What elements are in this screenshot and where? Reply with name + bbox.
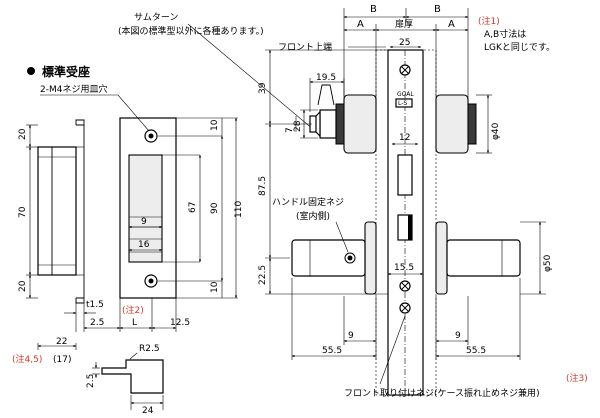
dim-20-bottom: 20 — [18, 280, 28, 292]
dim-A-left: A — [357, 19, 364, 30]
dim-90: 90 — [210, 202, 220, 214]
note1-line2: LGKと同じです。 — [484, 42, 555, 53]
dim-20-top: 20 — [18, 128, 28, 140]
brand-sub: L-S — [398, 100, 407, 107]
dim-10-bottom: 10 — [210, 281, 220, 293]
dim-24: 24 — [142, 406, 154, 416]
strike-box-profile — [37, 119, 85, 304]
handle-screw-label: ハンドル固定ネジ — [272, 196, 344, 208]
dim-15-5: 15.5 — [394, 263, 414, 273]
bullet-icon — [27, 67, 35, 75]
dim-9-left: 9 — [348, 331, 354, 341]
note1-tag: (注1) — [478, 15, 500, 27]
dim-39: 39 — [258, 82, 268, 94]
left-vertical-dims: 20 70 20 — [18, 124, 38, 299]
strike-plate-front — [119, 117, 177, 299]
brand-label: GOAL — [397, 91, 414, 98]
dim-B-left: B — [370, 4, 377, 15]
dim-22-group: 22 (注4,5) (17) — [12, 337, 77, 365]
dim-67: 67 — [188, 202, 198, 213]
dim-25: 25 — [399, 38, 410, 48]
door-thickness-label: 扉厚 — [395, 18, 413, 30]
dim-10-top: 10 — [210, 119, 220, 131]
dim-12-5: 12.5 — [170, 318, 190, 328]
thumbturn-assembly — [309, 84, 477, 154]
note1-line1: A,B寸法は — [484, 28, 526, 40]
dim-28: 28 — [293, 120, 303, 132]
strike-plate-section: 標準受座 2-M4ネジ用皿穴 — [12, 64, 244, 416]
dim-55-5-right: 55.5 — [466, 346, 486, 356]
dim-2-5: 2.5 — [90, 318, 104, 328]
front-screw-mid-icon — [399, 280, 411, 292]
dim-9-slot: 9 — [141, 217, 147, 227]
note3-tag: (注3) — [566, 372, 588, 384]
dim-55-5-left: 55.5 — [322, 346, 342, 356]
slot-dims: 9 16 — [128, 217, 163, 252]
dim-t1-5: t1.5 — [86, 300, 104, 310]
dim-phi50: φ50 — [543, 254, 553, 272]
dim-B-right: B — [434, 4, 441, 15]
thumbturn-note: (本図の標準型以外に各種あります。) — [118, 25, 264, 37]
front-screw-bottom-icon — [399, 302, 411, 314]
dim-r2-5: R2.5 — [139, 344, 160, 354]
dim-87-5: 87.5 — [258, 176, 268, 196]
dim-phi40: φ40 — [491, 122, 501, 140]
dim-L: L — [132, 318, 137, 328]
front-top-label: フロント上端 — [278, 41, 332, 53]
front-screw-top-icon — [399, 64, 411, 76]
bottom-dims: t1.5 2.5 (注2) L 12.5 — [64, 298, 190, 332]
diameter-dims: φ40 φ50 — [476, 94, 553, 295]
dim-2-5-bottom: 2.5 — [86, 374, 96, 388]
deadbolt-slot — [397, 154, 413, 196]
dim-110: 110 — [234, 201, 244, 218]
note3-text: フロント取り付けネジ(ケース振れ止めネジ兼用) — [344, 387, 540, 399]
plate-vertical-dims: 10 67 90 10 110 — [158, 117, 244, 299]
note2-tag: (注2) — [122, 304, 144, 316]
dim-70: 70 — [18, 206, 28, 218]
dim-7: 7 — [285, 127, 295, 133]
dim-12: 12 — [399, 133, 410, 143]
note45-tag: (注4,5) — [12, 353, 42, 365]
dim-22-5: 22.5 — [258, 265, 268, 285]
slot-width-dims: 12 15.5 — [387, 133, 424, 276]
dim-9-right: 9 — [455, 331, 461, 341]
thumbturn-dims: 19.5 28 7 — [285, 73, 345, 139]
handle-screw-sub: (室内側) — [296, 210, 330, 222]
strike-bottom-profile: R2.5 2.5 24 — [86, 344, 164, 416]
m4-screw-label: 2-M4ネジ用皿穴 — [40, 83, 107, 95]
dim-19-5: 19.5 — [316, 73, 336, 83]
lever-length-dims: 9 9 55.5 55.5 — [291, 278, 521, 360]
thumbturn-label: サムターン — [134, 12, 178, 23]
dim-A-right: A — [448, 19, 455, 30]
note45-value: (17) — [53, 355, 71, 365]
top-dims: B B A A 扉厚 25 — [343, 4, 469, 105]
dim-22: 22 — [56, 337, 67, 347]
lock-section: サムターン (本図の標準型以外に各種あります。) フロント上端 B B A A … — [118, 4, 588, 399]
section-title: 標準受座 — [42, 64, 90, 79]
dim-16: 16 — [138, 240, 150, 250]
